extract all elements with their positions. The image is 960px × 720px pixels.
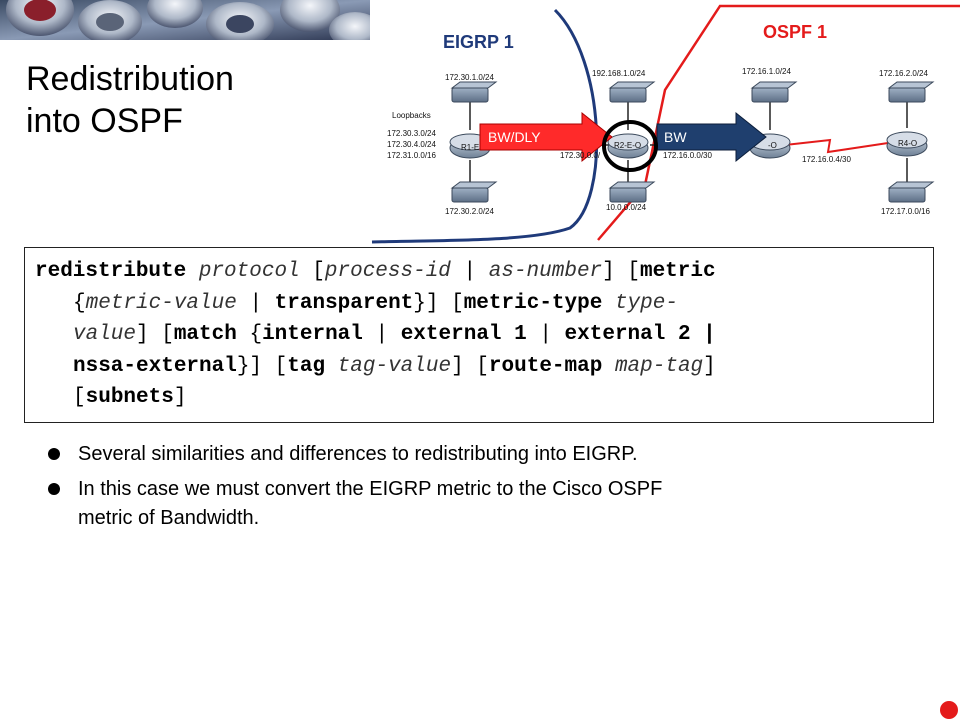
slide-title-line-2: into OSPF — [26, 102, 183, 140]
command-keyword: metric — [639, 260, 716, 283]
redistribution-point-circle — [602, 120, 658, 172]
switch-icon — [608, 181, 656, 203]
switch-icon — [887, 81, 935, 103]
bullet-dot-icon — [48, 483, 60, 495]
command-keyword: tag — [287, 354, 326, 378]
command-keyword: external 2 | — [564, 323, 716, 346]
command-punctuation: [ — [73, 386, 86, 409]
command-punctuation: | — [450, 260, 489, 283]
router-r1-label: R1-E — [461, 143, 479, 152]
command-punctuation: | — [236, 291, 275, 315]
command-punctuation: ] [ — [451, 354, 489, 378]
serial-link-r3-r4 — [784, 138, 889, 154]
command-punctuation: ] — [173, 386, 187, 409]
command-punctuation: { — [236, 323, 263, 346]
net-r2-r3-label: 172.16.0.0/30 — [663, 151, 712, 160]
router-r2-label: R2-E-O — [614, 141, 641, 150]
bullet-text: Several similarities and differences to … — [78, 443, 638, 465]
bullet-text-line-2: metric of Bandwidth. — [78, 507, 260, 529]
command-punctuation: ] [ — [602, 260, 640, 283]
command-punctuation — [602, 292, 615, 315]
command-line-5: [subnets] — [35, 382, 923, 414]
command-line-1: redistribute protocol [process-id | as-n… — [35, 256, 923, 288]
bw-dly-arrow-label: BW/DLY — [488, 129, 541, 145]
command-punctuation: }] [ — [413, 291, 464, 315]
command-argument: map-tag — [614, 354, 704, 378]
command-keyword: metric-type — [463, 291, 603, 315]
net-r1-bottom-label: 172.30.2.0/24 — [445, 207, 494, 216]
header-banner-image — [0, 0, 370, 40]
command-punctuation — [602, 355, 615, 378]
command-argument: type- — [614, 291, 678, 315]
switch-icon — [608, 81, 656, 103]
command-punctuation: }] [ — [236, 354, 288, 378]
command-keyword: route-map — [488, 354, 603, 378]
bullet-item: In this case we must convert the EIGRP m… — [48, 475, 908, 533]
command-keyword: match — [173, 323, 237, 346]
net-r1-r2-label: 172.30.0.0/ — [560, 151, 601, 160]
switch-icon — [450, 181, 498, 203]
command-punctuation — [325, 355, 338, 378]
command-argument: value — [73, 323, 137, 346]
bw-arrow: BW — [656, 111, 767, 163]
command-argument: tag-value — [337, 354, 452, 378]
net-r1-top-label: 172.30.1.0/24 — [445, 73, 494, 82]
slide-corner-dot — [940, 701, 958, 719]
eigrp-boundary-line — [371, 8, 599, 244]
command-keyword: internal — [262, 323, 363, 346]
switch-icon — [887, 181, 935, 203]
eigrp-domain-label: EIGRP 1 — [443, 32, 514, 52]
command-keyword: external 1 — [400, 323, 527, 346]
command-punctuation: | — [526, 323, 565, 346]
loopbacks-label: Loopbacks — [392, 111, 431, 120]
command-line-4: nssa-external}] [tag tag-value] [route-m… — [35, 351, 923, 383]
slide-title-line-1: Redistribution — [26, 60, 234, 98]
ospf-domain-label: OSPF 1 — [763, 22, 827, 42]
command-punctuation: ] [ — [136, 323, 174, 346]
loopback-net-3-label: 172.31.0.0/16 — [387, 151, 436, 160]
command-syntax-box: redistribute protocol [process-id | as-n… — [24, 247, 934, 423]
ospf-boundary-line — [597, 4, 960, 241]
bw-dly-arrow: BW/DLY — [479, 111, 613, 163]
net-r4-top-label: 172.16.2.0/24 — [879, 69, 928, 78]
router-icon — [607, 133, 649, 159]
bullet-item: Several similarities and differences to … — [48, 440, 908, 469]
command-keyword: nssa-external — [73, 354, 237, 378]
command-punctuation: | — [362, 323, 401, 346]
router-r4-label: R4-O — [898, 139, 917, 148]
net-r3-top-label: 172.16.1.0/24 — [742, 67, 791, 76]
bullet-dot-icon — [48, 448, 60, 460]
loopback-net-2-label: 172.30.4.0/24 — [387, 140, 436, 149]
bw-arrow-label: BW — [664, 129, 687, 145]
net-r2-bottom-label: 10.0.0.0/24 — [606, 203, 647, 212]
command-line-3: value] [match {internal | external 1 | e… — [35, 319, 923, 351]
bullet-list: Several similarities and differences to … — [48, 440, 908, 539]
network-topology-diagram: R1-E R2-E-O -O R4-O BW/DLY BW EIGRP 1 OS… — [360, 0, 960, 245]
command-argument: protocol — [198, 260, 300, 283]
command-argument: metric-value — [85, 291, 237, 315]
command-keyword: subnets — [85, 386, 174, 409]
switch-icon — [450, 81, 498, 103]
command-punctuation: [ — [299, 260, 325, 283]
net-r4-bottom-label: 172.17.0.0/16 — [881, 207, 930, 216]
slide-title: Redistribution into OSPF — [26, 58, 234, 142]
router-icon — [886, 131, 928, 157]
command-punctuation: { — [73, 291, 86, 315]
bullet-text-line-1: In this case we must convert the EIGRP m… — [78, 478, 663, 500]
command-keyword: redistribute — [35, 260, 187, 283]
command-line-2: {metric-value | transparent}] [metric-ty… — [35, 288, 923, 320]
loopback-net-1-label: 172.30.3.0/24 — [387, 129, 436, 138]
command-punctuation — [186, 260, 199, 283]
switch-icon — [750, 81, 798, 103]
router-r3-label: -O — [768, 141, 777, 150]
command-argument: process-id — [324, 260, 451, 283]
command-argument: as-number — [488, 260, 603, 283]
command-punctuation: ] — [703, 354, 716, 378]
command-keyword: transparent — [274, 291, 414, 315]
net-r2-top-label: 192.168.1.0/24 — [592, 69, 646, 78]
net-r3-r4-label: 172.16.0.4/30 — [802, 155, 851, 164]
